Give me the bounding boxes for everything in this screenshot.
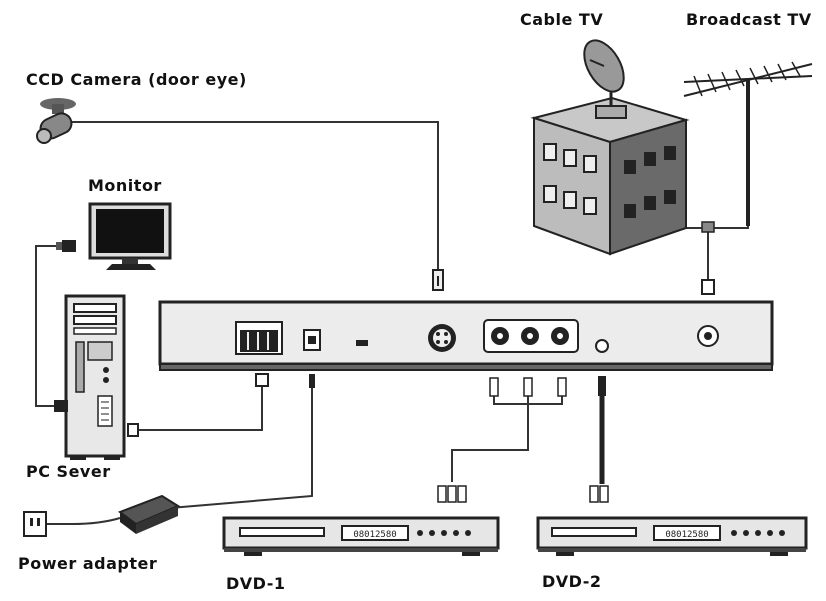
camera-cable bbox=[72, 121, 439, 272]
camera-plug bbox=[432, 269, 444, 291]
lan-plug bbox=[255, 373, 269, 387]
label-pc-server: PC Sever bbox=[26, 462, 111, 481]
audio-port bbox=[595, 339, 609, 353]
monitor-pc-cable bbox=[35, 245, 66, 407]
label-ccd-camera: CCD Camera (door eye) bbox=[26, 70, 247, 89]
label-dvd2: DVD-2 bbox=[542, 572, 602, 591]
splitter-icon bbox=[701, 221, 715, 233]
rj45-port bbox=[235, 321, 283, 355]
rca-cable-1 bbox=[451, 396, 563, 482]
dvd2-display: 08012580 bbox=[665, 530, 708, 540]
label-broadcast-tv: Broadcast TV bbox=[686, 10, 812, 29]
outlet-cable bbox=[46, 517, 121, 525]
svideo-port bbox=[428, 324, 456, 352]
switch-port bbox=[356, 340, 368, 346]
antenna-cable bbox=[708, 78, 749, 229]
ccd-camera-icon bbox=[36, 98, 76, 144]
rf-port bbox=[697, 325, 719, 347]
power-cable bbox=[169, 384, 313, 509]
satellite-dish-icon bbox=[583, 39, 627, 119]
monitor-plug bbox=[56, 240, 76, 252]
wall-outlet-icon bbox=[23, 511, 47, 537]
rca-ports bbox=[483, 319, 579, 353]
label-power-adapter: Power adapter bbox=[18, 554, 158, 573]
dc-port bbox=[303, 329, 321, 351]
pc-monitor-plug bbox=[54, 400, 68, 412]
label-cable-tv: Cable TV bbox=[520, 10, 604, 29]
rf-plug bbox=[701, 279, 715, 295]
antenna-icon bbox=[683, 61, 813, 97]
pc-lan-plug bbox=[127, 423, 139, 437]
dc-plug bbox=[309, 374, 315, 388]
building-icon bbox=[530, 96, 690, 256]
label-monitor: Monitor bbox=[88, 176, 162, 195]
dvd2-rca-plugs bbox=[589, 485, 609, 503]
monitor-icon bbox=[88, 202, 172, 270]
power-adapter-icon bbox=[117, 494, 181, 534]
label-dvd1: DVD-1 bbox=[226, 574, 286, 593]
pc-server-icon bbox=[64, 294, 126, 460]
rca-plugs-top bbox=[489, 377, 567, 397]
dvd2-player-icon bbox=[536, 516, 808, 556]
audio-plug-top bbox=[598, 376, 606, 396]
pc-lan-cable bbox=[136, 384, 263, 431]
dvd1-display: 08012580 bbox=[353, 530, 396, 540]
dvd1-rca-plugs bbox=[437, 485, 467, 503]
dvd1-player-icon bbox=[222, 516, 500, 556]
